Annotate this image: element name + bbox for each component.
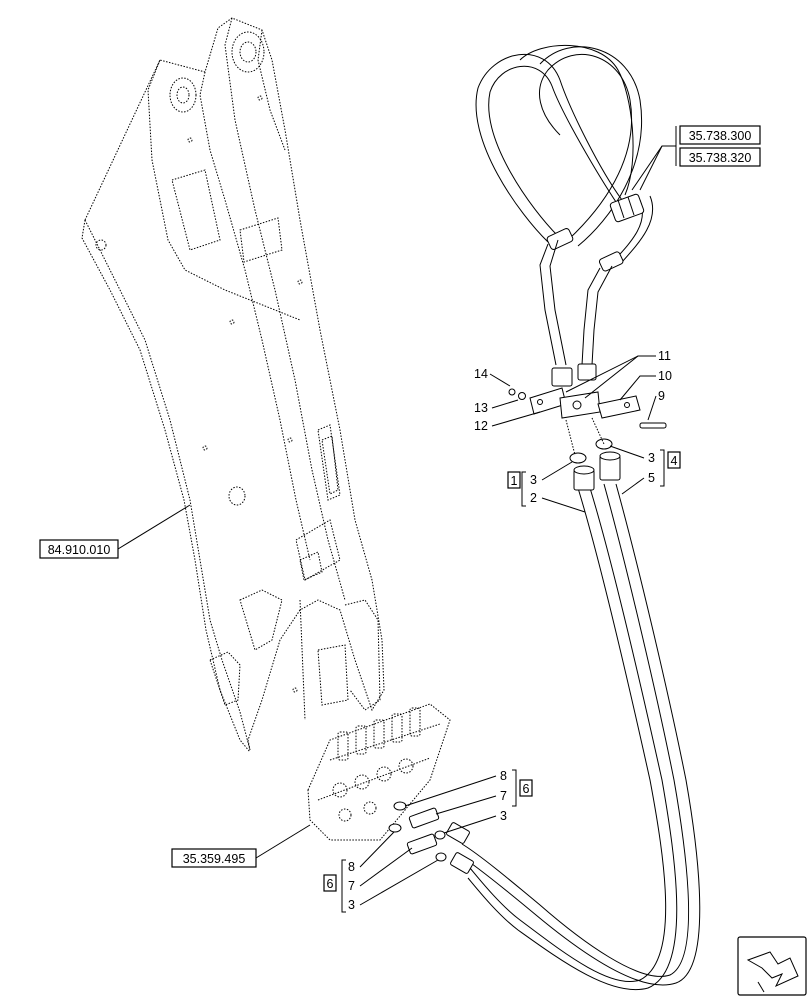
callout-3-valve-left: 3 — [348, 898, 355, 912]
callout-12: 12 — [474, 419, 488, 433]
ref-hose-b-box[interactable]: 35.738.320 — [679, 147, 761, 167]
group-1-box — [507, 471, 521, 489]
upper-hoses — [475, 45, 654, 366]
callout-10: 10 — [658, 369, 672, 383]
callout-11: 11 — [658, 349, 671, 363]
control-valve — [307, 703, 451, 862]
callout-5: 5 — [648, 471, 655, 485]
group-6-left-label: 6 — [327, 877, 334, 891]
group-6-left-bracket — [341, 859, 346, 913]
group-4-label: 4 — [671, 454, 678, 468]
group-6-left-box — [323, 874, 337, 892]
ref-boom-box[interactable]: 84.910.010 — [39, 539, 119, 559]
callout-13: 13 — [474, 401, 488, 415]
ref-valve-leader — [255, 824, 311, 859]
ref-boom-label: 84.910.010 — [48, 543, 111, 557]
callout-7-left: 7 — [348, 879, 355, 893]
group-4-bracket — [660, 449, 665, 487]
callout-3-valve-right: 3 — [500, 809, 507, 823]
next-page-arrow-icon[interactable] — [737, 936, 807, 996]
ref-hose-leader-2 — [639, 145, 663, 191]
boom-drawing — [81, 17, 385, 753]
callout-8-right: 8 — [500, 769, 507, 783]
callout-8-left: 8 — [348, 860, 355, 874]
ref-hose-a-label: 35.738.300 — [689, 129, 752, 143]
lower-hoses — [446, 438, 701, 990]
callout-9: 9 — [658, 389, 665, 403]
ref-hose-a-box[interactable]: 35.738.300 — [679, 125, 761, 145]
group-6-right-box — [519, 779, 533, 797]
group-4-box — [667, 451, 681, 469]
group-6-right-label: 6 — [523, 782, 530, 796]
clamp-assembly — [508, 363, 667, 456]
ref-valve-box[interactable]: 35.359.495 — [171, 848, 257, 868]
ref-hose-leader-1 — [631, 145, 676, 191]
callout-3-left: 3 — [530, 473, 537, 487]
ref-boom-leader — [117, 504, 191, 550]
callout-14: 14 — [474, 367, 488, 381]
callout-7-right: 7 — [500, 789, 507, 803]
ref-valve-label: 35.359.495 — [183, 852, 246, 866]
ref-hose-b-label: 35.738.320 — [689, 151, 752, 165]
group-6-right-bracket — [512, 769, 517, 807]
callout-2: 2 — [530, 491, 537, 505]
group-1-label: 1 — [511, 474, 518, 488]
group-1-bracket — [521, 471, 526, 507]
callout-3-right: 3 — [648, 451, 655, 465]
